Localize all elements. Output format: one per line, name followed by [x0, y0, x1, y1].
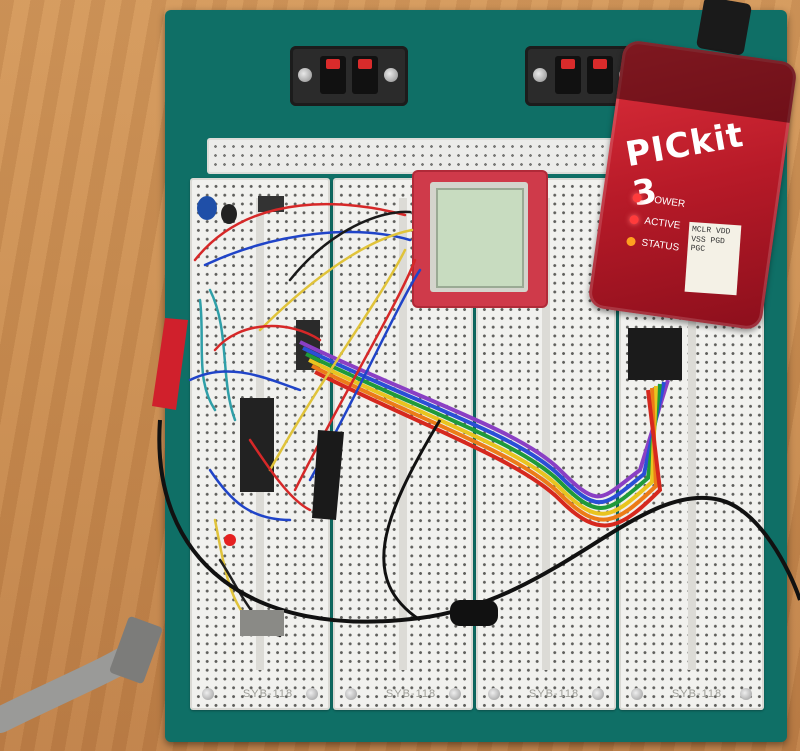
- programmer-connector: [628, 328, 682, 380]
- usb-cable: [695, 0, 753, 56]
- status-led-icon: [625, 236, 637, 247]
- active-led-icon: [629, 214, 640, 225]
- breadboard-label: SYB-118: [242, 688, 294, 700]
- black-alligator-clip: [312, 430, 344, 520]
- black-signal-cable: [157, 419, 800, 624]
- power-led-icon: [632, 192, 643, 203]
- nokia-lcd-module: [414, 172, 546, 306]
- pickit-programmer: PICkit 3 POWER ACTIVE STATUS MCLR VDD VS…: [587, 39, 798, 331]
- red-alligator-clip: [152, 318, 188, 410]
- lcd-screen: [436, 188, 524, 288]
- active-led: ACTIVE: [629, 214, 681, 232]
- breadboard-label: SYB-118: [671, 688, 723, 700]
- red-led: [224, 534, 236, 546]
- breadboard-label: SYB-118: [528, 688, 580, 700]
- breadboard-label: SYB-118: [385, 688, 437, 700]
- capacitor-black: [221, 204, 237, 224]
- microcontroller-chip: [240, 398, 274, 492]
- regulator: [258, 196, 284, 212]
- power-terminal-left: [290, 46, 408, 106]
- ferrite-bead: [450, 600, 498, 626]
- status-led: STATUS: [625, 235, 680, 254]
- cable-connector: [109, 616, 163, 684]
- ribbon-cable: [299, 340, 670, 528]
- pinout-note: MCLR VDD VSS PGD PGC: [684, 221, 742, 296]
- trimmer-potentiometer: [240, 610, 284, 636]
- capacitor-blue: [197, 196, 217, 220]
